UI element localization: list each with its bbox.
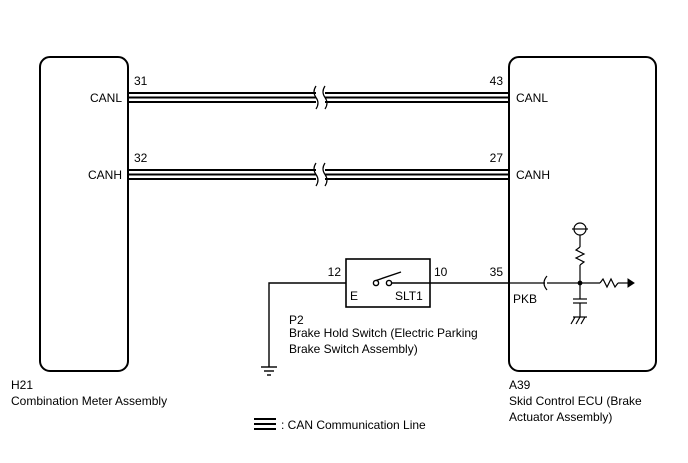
meter-pin-label-canl: CANL (90, 91, 122, 105)
ecu-pin-label-canl: CANL (516, 91, 548, 105)
meter-pin-number-canl: 31 (134, 74, 148, 88)
switch-pin-number-e: 12 (328, 265, 342, 279)
ecu-pin-label-pkb: PKB (513, 292, 537, 306)
switch-pin-label-slt1: SLT1 (395, 289, 423, 303)
ground-symbol (261, 366, 277, 376)
ecu-pin-number-pkb: 35 (490, 265, 504, 279)
ecu-name-line1: Skid Control ECU (Brake (509, 394, 642, 408)
meter-pin-number-canh: 32 (134, 151, 148, 165)
ecu-code: A39 (509, 378, 531, 392)
legend-text: : CAN Communication Line (281, 418, 426, 432)
ecu-name-line2: Actuator Assembly) (509, 410, 612, 424)
canh-bus-line (128, 169, 509, 180)
switch-name-line2: Brake Switch Assembly) (289, 342, 418, 356)
meter-name: Combination Meter Assembly (11, 394, 167, 408)
meter-pin-label-canh: CANH (88, 168, 122, 182)
switch-pin-label-e: E (350, 289, 358, 303)
switch-pin-number-slt1: 10 (434, 265, 448, 279)
switch-ground-wire (268, 282, 346, 367)
ecu-pin-number-canh: 27 (490, 151, 504, 165)
meter-code: H21 (11, 378, 33, 392)
canl-break-mark (313, 85, 328, 110)
switch-contact-symbol (372, 271, 430, 287)
combination-meter-box (39, 56, 129, 372)
switch-code: P2 (289, 313, 304, 327)
ecu-input-circuit (509, 222, 628, 325)
switch-name-line1: Brake Hold Switch (Electric Parking (289, 326, 478, 340)
legend-can-line-symbol (254, 418, 276, 430)
skid-control-ecu-box (508, 56, 657, 372)
ecu-output-arrow (627, 278, 635, 288)
ecu-pin-number-canl: 43 (490, 74, 504, 88)
ecu-pin-label-canh: CANH (516, 168, 550, 182)
canh-break-mark (313, 162, 328, 187)
canl-bus-line (128, 92, 509, 103)
